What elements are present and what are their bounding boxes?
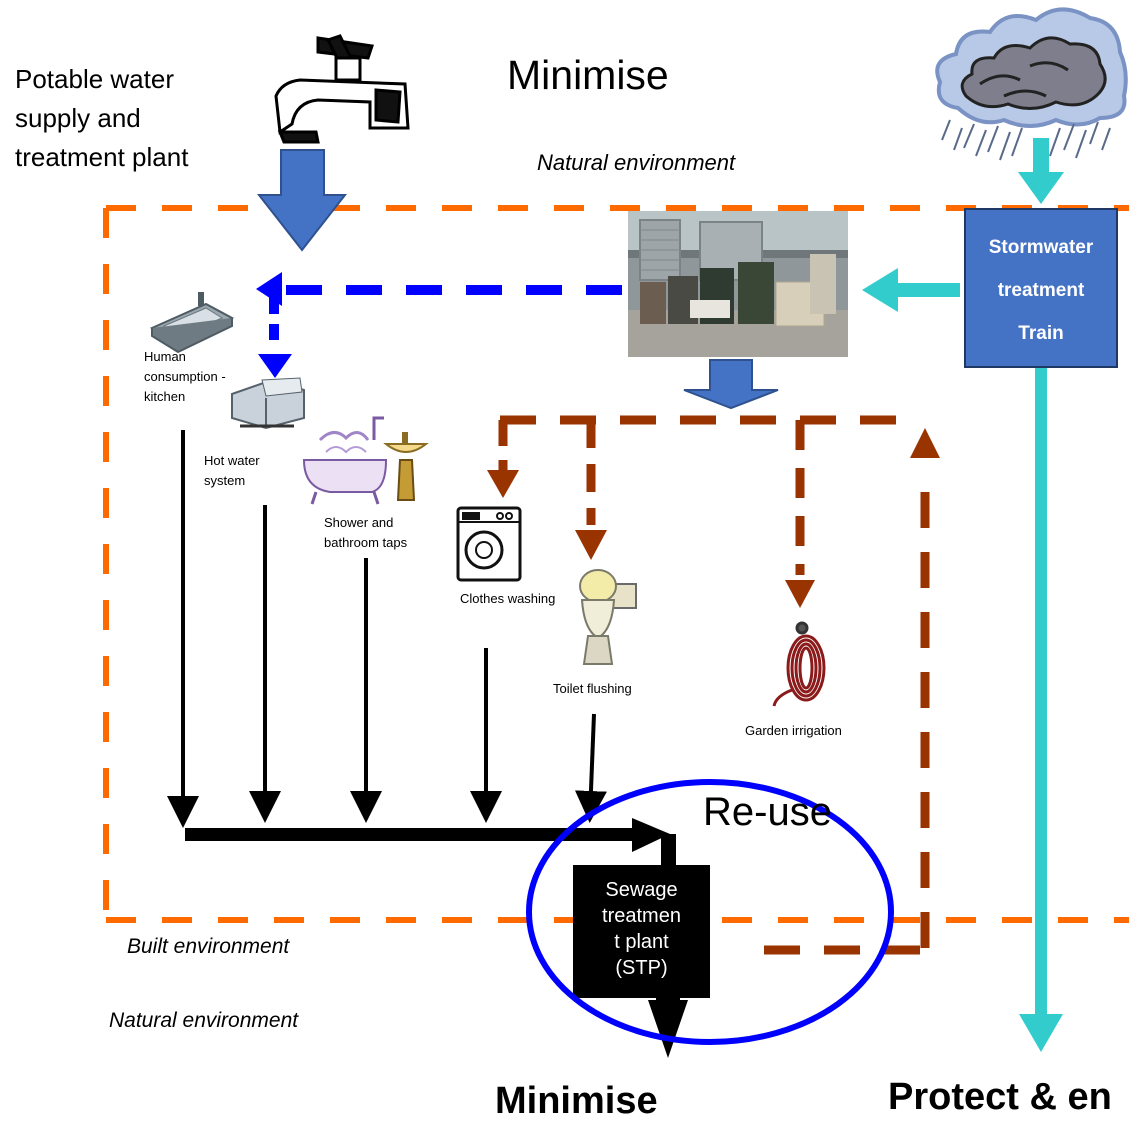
kitchen-sink-icon	[149, 292, 235, 354]
protect-enhance-heading: Protect & en	[888, 1076, 1112, 1118]
toilet-icon	[579, 569, 637, 665]
potable-supply-arrow	[256, 149, 348, 252]
hot-water-system-icon	[231, 377, 305, 430]
potable-supply-label: Potable water supply and treatment plant	[15, 64, 189, 172]
minimise-bottom-heading: Minimise	[495, 1080, 658, 1122]
toilet-flushing-label: Toilet flushing	[553, 681, 632, 696]
shower-label: Shower and bathroom taps	[324, 515, 408, 550]
stp-label: Sewage treatmen t plant (STP)	[602, 879, 681, 979]
rainwater-tanks-photo	[628, 211, 848, 357]
recycled-water-network	[498, 415, 930, 955]
reuse-ellipse	[526, 779, 894, 1045]
minimise-top-heading: Minimise	[507, 52, 669, 98]
recycled-water-arrowheads	[487, 428, 940, 608]
bathtub-icon	[302, 416, 388, 505]
storm-cloud-icon	[935, 7, 1128, 161]
stp-outflow-shaft	[656, 996, 680, 1006]
natural-environment-bottom-label: Natural environment	[109, 1009, 299, 1032]
stormwater-to-tanks-arrow	[862, 268, 960, 312]
washing-machine-icon	[456, 506, 522, 582]
reuse-label: Re-use	[703, 790, 832, 834]
human-consumption-label: Human consumption - kitchen	[144, 349, 226, 404]
built-environment-label: Built environment	[127, 935, 290, 958]
tanks-to-recycled-arrow	[683, 359, 779, 410]
stormwater-treatment-label: Stormwater treatment Train	[988, 237, 1094, 344]
natural-environment-top-label: Natural environment	[537, 150, 736, 175]
garden-irrigation-label: Garden irrigation	[745, 723, 842, 738]
garden-hose-icon	[772, 621, 826, 707]
sewage-drain-lines	[167, 430, 607, 828]
sewage-main-line	[185, 818, 676, 866]
tap-icon	[274, 34, 410, 144]
sewage-treatment-plant-box	[573, 865, 710, 998]
rainwater-supply-line	[256, 272, 622, 378]
clothes-washing-label: Clothes washing	[460, 591, 556, 606]
rain-to-stormwater-arrow	[1018, 138, 1064, 204]
pedestal-basin-icon	[383, 432, 429, 501]
stormwater-discharge-arrow	[1019, 368, 1063, 1052]
stp-outflow-arrow	[648, 1000, 688, 1058]
stormwater-treatment-box	[964, 208, 1118, 368]
hot-water-label: Hot water system	[204, 453, 260, 488]
